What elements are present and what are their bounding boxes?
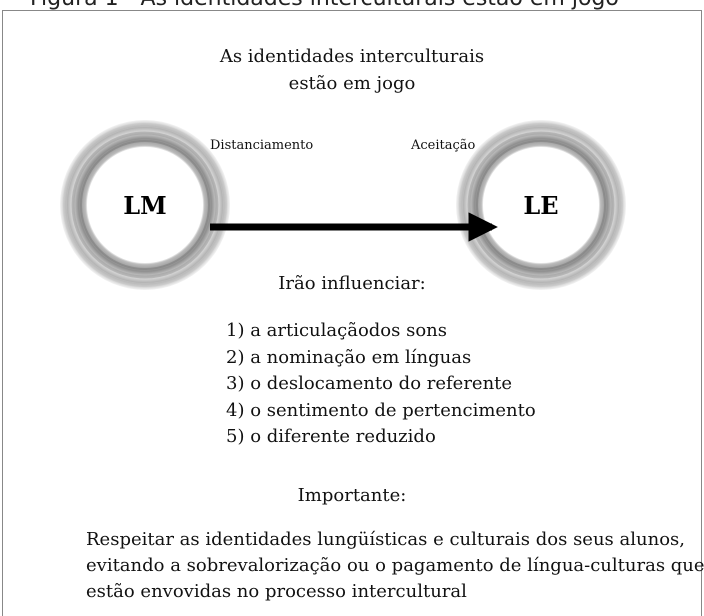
influence-heading: Irão influenciar: [278,273,426,294]
figure-caption: Figura 1 - As identidades interculturais… [0,0,704,11]
important-paragraph: Respeitar as identidades lungüísticas e … [86,527,704,605]
list-item: 5) o diferente reduzido [226,426,436,447]
distanciamento-label: Distanciamento [210,138,314,153]
diagram-title: As identidades interculturais estão em j… [0,43,704,97]
list-item: 3) o deslocamento do referente [226,373,513,394]
diagram-title-line-2: estão em jogo [288,73,416,94]
figure-frame [2,10,702,616]
paragraph-line: estão envovidas no processo intercultura… [86,581,467,602]
lm-ring [60,120,230,290]
lm-label: LM [123,191,166,220]
diagram-title-line-1: As identidades interculturais [219,46,485,67]
important-heading: Importante: [297,485,407,506]
list-item: 2) a nominação em línguas [226,346,472,368]
influence-list: 1) a articulaçãodos sons 2) a nominação … [226,318,536,451]
paragraph-line: Respeitar as identidades lungüísticas e … [86,529,685,550]
le-label: LE [523,191,558,220]
list-item: 1) a articulaçãodos sons [226,320,448,341]
list-item: 4) o sentimento de pertencimento [226,399,536,421]
paragraph-line: evitando a sobrevalorização ou o pagamen… [86,555,704,576]
aceitacao-label: Aceitação [411,138,476,153]
le-ring [456,120,626,290]
